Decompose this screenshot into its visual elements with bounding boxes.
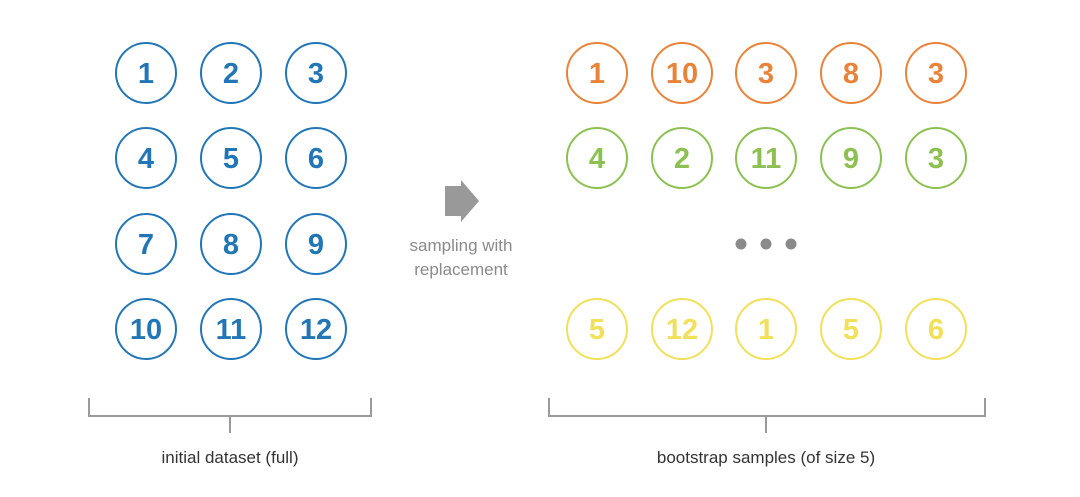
circle-number: 5: [843, 314, 859, 346]
circle-outline: [285, 127, 347, 189]
initial-item-circle: 1: [115, 42, 177, 104]
circle-number: 11: [751, 143, 782, 175]
circle-outline: [651, 42, 713, 104]
circle-outline: [820, 298, 882, 360]
circle-number: 4: [138, 143, 154, 175]
circle-number: 6: [308, 143, 324, 175]
circle-outline: [115, 213, 177, 275]
circle-outline: [566, 42, 628, 104]
bootstrap-sample-2-circle: 2: [651, 127, 713, 189]
circle-number: 10: [666, 58, 698, 90]
initial-item-circle: 6: [285, 127, 347, 189]
circle-number: 4: [589, 143, 605, 175]
initial-dataset-label: initial dataset (full): [161, 448, 298, 467]
bootstrap-sample-2-circle: 4: [566, 127, 628, 189]
circle-outline: [200, 127, 262, 189]
initial-item-circle: 8: [200, 213, 262, 275]
circle-number: 2: [674, 143, 690, 175]
bootstrap-sample-2-circle: 3: [905, 127, 967, 189]
ellipsis-dot: [735, 238, 747, 250]
ellipsis-icon: [735, 238, 797, 250]
arrow-label-line2: replacement: [414, 260, 508, 279]
circle-number: 1: [138, 58, 154, 90]
circle-number: 7: [138, 229, 154, 261]
initial-item-circle: 12: [285, 298, 347, 360]
initial-item-circle: 10: [115, 298, 177, 360]
right-arrow-icon: [445, 180, 479, 222]
bootstrap-sample-1-circle: 3: [905, 42, 967, 104]
circle-outline: [200, 298, 262, 360]
circle-number: 1: [589, 58, 605, 90]
circle-number: 3: [928, 58, 944, 90]
circle-number: 3: [308, 58, 324, 90]
circle-outline: [905, 42, 967, 104]
initial-dataset-bracket: [88, 398, 372, 433]
bootstrap-sample-2-circle: 9: [820, 127, 882, 189]
initial-item-circle: 4: [115, 127, 177, 189]
circle-outline: [820, 42, 882, 104]
circle-outline: [115, 127, 177, 189]
initial-item-circle: 7: [115, 213, 177, 275]
initial-item-circle: 9: [285, 213, 347, 275]
bootstrap-sample-1-circle: 8: [820, 42, 882, 104]
bootstrap-sample-3-circle: 12: [651, 298, 713, 360]
circle-number: 8: [843, 58, 859, 90]
initial-item-circle: 11: [200, 298, 262, 360]
circle-number: 11: [216, 314, 247, 346]
circle-outline: [735, 42, 797, 104]
circle-number: 12: [666, 314, 698, 346]
bootstrap-samples-grid: 1 10 3 8 3 4 2 11 9 3 5 12 1 5 6: [566, 42, 967, 360]
bootstrap-sample-3-circle: 5: [566, 298, 628, 360]
circle-outline: [566, 127, 628, 189]
circle-outline: [735, 298, 797, 360]
circle-outline: [115, 298, 177, 360]
circle-number: 3: [758, 58, 774, 90]
circle-outline: [820, 127, 882, 189]
bootstrap-sample-1-circle: 3: [735, 42, 797, 104]
bootstrap-sample-3-circle: 6: [905, 298, 967, 360]
circle-outline: [651, 298, 713, 360]
circle-outline: [285, 213, 347, 275]
bootstrap-sample-1-circle: 1: [566, 42, 628, 104]
bootstrap-sample-2-circle: 11: [735, 127, 797, 189]
initial-item-circle: 5: [200, 127, 262, 189]
circle-outline: [115, 42, 177, 104]
circle-outline: [285, 298, 347, 360]
arrow-label-line1: sampling with: [410, 236, 513, 255]
circle-outline: [566, 298, 628, 360]
circle-number: 8: [223, 229, 239, 261]
circle-outline: [285, 42, 347, 104]
circle-number: 6: [928, 314, 944, 346]
circle-number: 9: [308, 229, 324, 261]
circle-outline: [200, 213, 262, 275]
circle-number: 5: [589, 314, 605, 346]
circle-number: 2: [223, 58, 239, 90]
sampling-arrow: sampling with replacement: [410, 180, 513, 279]
bootstrap-samples-label: bootstrap samples (of size 5): [657, 448, 875, 467]
bootstrap-samples-bracket: [548, 398, 986, 433]
circle-number: 10: [130, 314, 162, 346]
initial-item-circle: 2: [200, 42, 262, 104]
bootstrap-sample-3-circle: 1: [735, 298, 797, 360]
circle-outline: [200, 42, 262, 104]
circle-outline: [735, 127, 797, 189]
ellipsis-dot: [785, 238, 797, 250]
initial-item-circle: 3: [285, 42, 347, 104]
ellipsis-dot: [760, 238, 772, 250]
circle-number: 12: [300, 314, 332, 346]
circle-outline: [905, 127, 967, 189]
circle-number: 1: [758, 314, 774, 346]
circle-number: 9: [843, 143, 859, 175]
circle-number: 3: [928, 143, 944, 175]
circle-outline: [651, 127, 713, 189]
bootstrap-sample-3-circle: 5: [820, 298, 882, 360]
circle-number: 5: [223, 143, 239, 175]
bootstrap-sample-1-circle: 10: [651, 42, 713, 104]
circle-outline: [905, 298, 967, 360]
